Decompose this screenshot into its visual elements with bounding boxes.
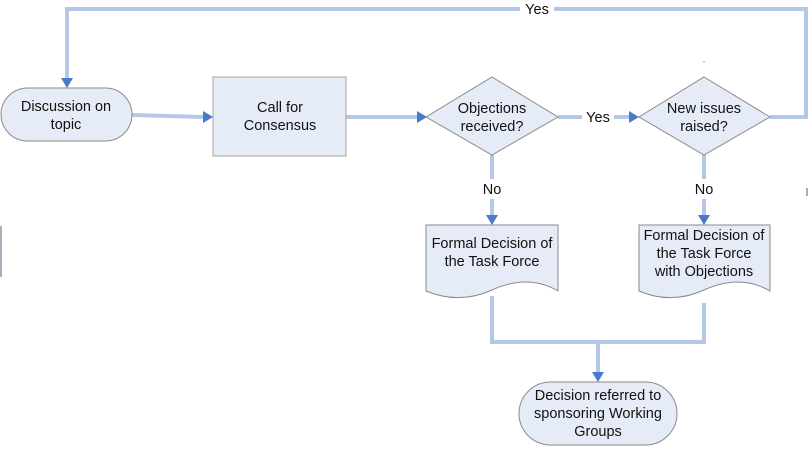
node-text: Formal Decision of (644, 228, 766, 244)
node-text: Groups (574, 424, 622, 440)
edge-label-yes: Yes (586, 110, 610, 126)
node-text: sponsoring Working (534, 406, 662, 422)
edge-label-yes-loop: Yes (525, 2, 549, 18)
arrowhead-icon (61, 78, 73, 88)
edge-discussion-to-call (131, 113, 205, 119)
node-call-for-consensus: Call for Consensus (212, 76, 347, 157)
node-text: Objections (458, 101, 527, 117)
node-text: Consensus (244, 118, 317, 134)
artifact-dot (703, 61, 705, 63)
node-new-issues-raised: New issues raised? (638, 76, 771, 156)
node-formal-decision-with-objections: Formal Decision of the Task Force with O… (638, 224, 771, 299)
edge-label-bg (520, 0, 554, 18)
edge-new-issues-to-discussion (65, 7, 808, 119)
arrowhead-icon (417, 111, 427, 123)
node-text: Discussion on (21, 99, 111, 115)
node-text: Formal Decision of (432, 236, 554, 252)
node-discussion-on-topic: Discussion on topic (0, 87, 133, 142)
node-text: received? (461, 119, 524, 135)
node-text: the Task Force (445, 254, 540, 270)
arrowhead-icon (592, 372, 604, 382)
arrowhead-icon (698, 215, 710, 225)
node-formal-decision: Formal Decision of the Task Force (425, 224, 559, 299)
node-text: with Objections (654, 264, 753, 280)
edge-label-bg (478, 179, 506, 199)
node-text: topic (51, 117, 82, 133)
edge-documents-merge (490, 296, 706, 344)
node-objections-received: Objections received? (425, 76, 559, 156)
node-text: Call for (257, 100, 303, 116)
arrowhead-icon (629, 111, 639, 123)
node-text: Decision referred to (535, 388, 662, 404)
arrowhead-icon (486, 215, 498, 225)
node-text: New issues (667, 101, 741, 117)
edge-label-bg (582, 108, 614, 126)
node-text: raised? (680, 119, 728, 135)
edge-label-bg (690, 179, 718, 199)
edge-label-no-right: No (695, 182, 714, 198)
node-decision-referred: Decision referred to sponsoring Working … (518, 381, 678, 446)
node-text: the Task Force (657, 246, 752, 262)
edge-label-no-left: No (483, 182, 502, 198)
arrowhead-icon (203, 111, 213, 123)
